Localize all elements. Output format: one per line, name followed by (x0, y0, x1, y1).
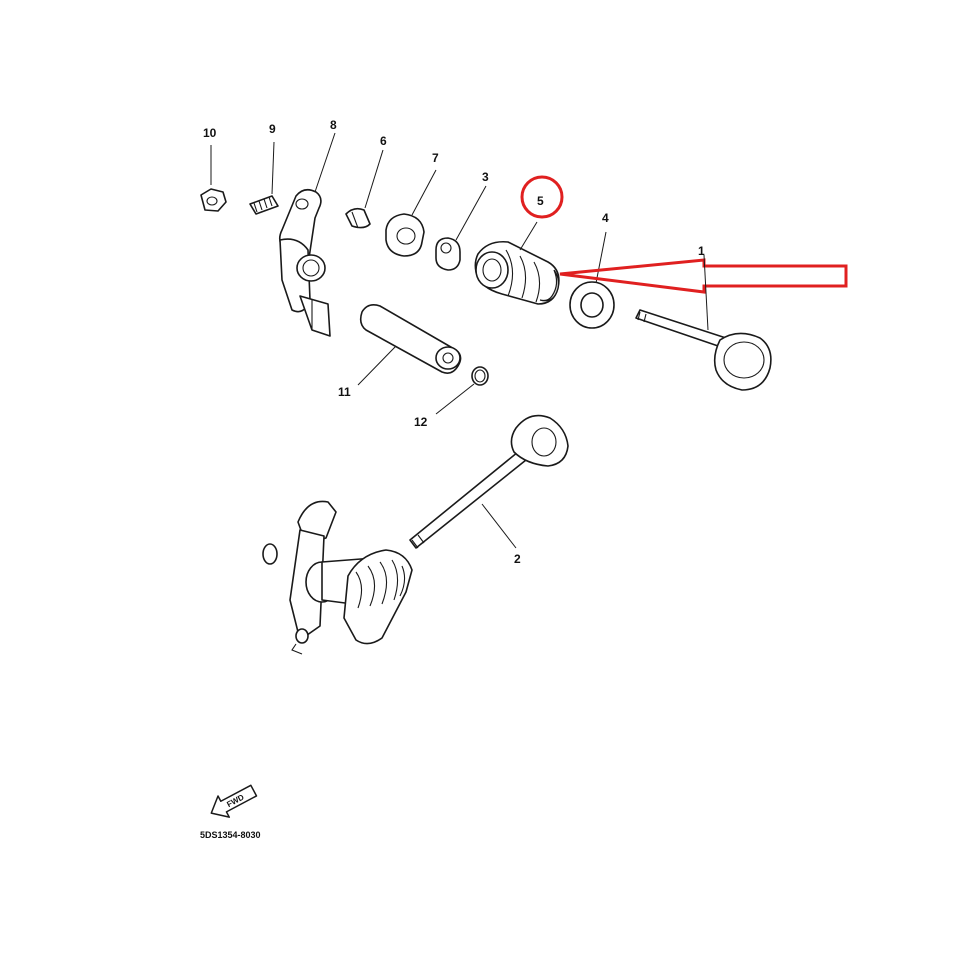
part-9-adjusting-screw (249, 195, 279, 215)
label-10: 10 (203, 126, 217, 140)
label-6: 6 (380, 134, 387, 148)
leader-8 (314, 132, 336, 193)
leader-3 (455, 185, 487, 241)
label-12: 12 (414, 415, 428, 429)
part-2-exhaust-valve (409, 414, 569, 549)
exhaust-rocker-assembly (262, 500, 413, 655)
part-4-spring-seat (569, 281, 615, 329)
label-4: 4 (602, 211, 609, 225)
highlight-circle (520, 175, 564, 219)
drawing-code: 5DS1354-8030 (200, 830, 261, 840)
label-1: 1 (698, 244, 705, 258)
label-2: 2 (514, 552, 521, 566)
part-7-spring-retainer (385, 213, 425, 257)
leader-7 (411, 169, 437, 216)
leader-9 (271, 141, 275, 195)
part-5-valve-spring (474, 240, 560, 305)
part-11-rocker-shaft (359, 304, 462, 374)
label-9: 9 (269, 122, 276, 136)
leader-12 (435, 383, 475, 415)
label-5: 5 (537, 194, 544, 208)
leader-5 (519, 221, 538, 251)
leader-1 (703, 254, 709, 331)
part-6-valve-cotter (345, 207, 371, 229)
part-3-stem-seal (435, 237, 461, 271)
part-12-o-ring (471, 366, 489, 386)
leader-4 (595, 231, 607, 284)
label-3: 3 (482, 170, 489, 184)
label-11: 11 (338, 385, 351, 399)
leader-11 (357, 345, 397, 386)
part-1-intake-valve (635, 309, 772, 391)
leader-6 (364, 149, 384, 209)
forward-direction-arrow: FWD (210, 784, 258, 818)
leader-2 (481, 503, 517, 549)
part-8-rocker-arm (278, 188, 331, 337)
label-8: 8 (330, 118, 337, 132)
label-7: 7 (432, 151, 439, 165)
part-10-nut (200, 188, 227, 212)
